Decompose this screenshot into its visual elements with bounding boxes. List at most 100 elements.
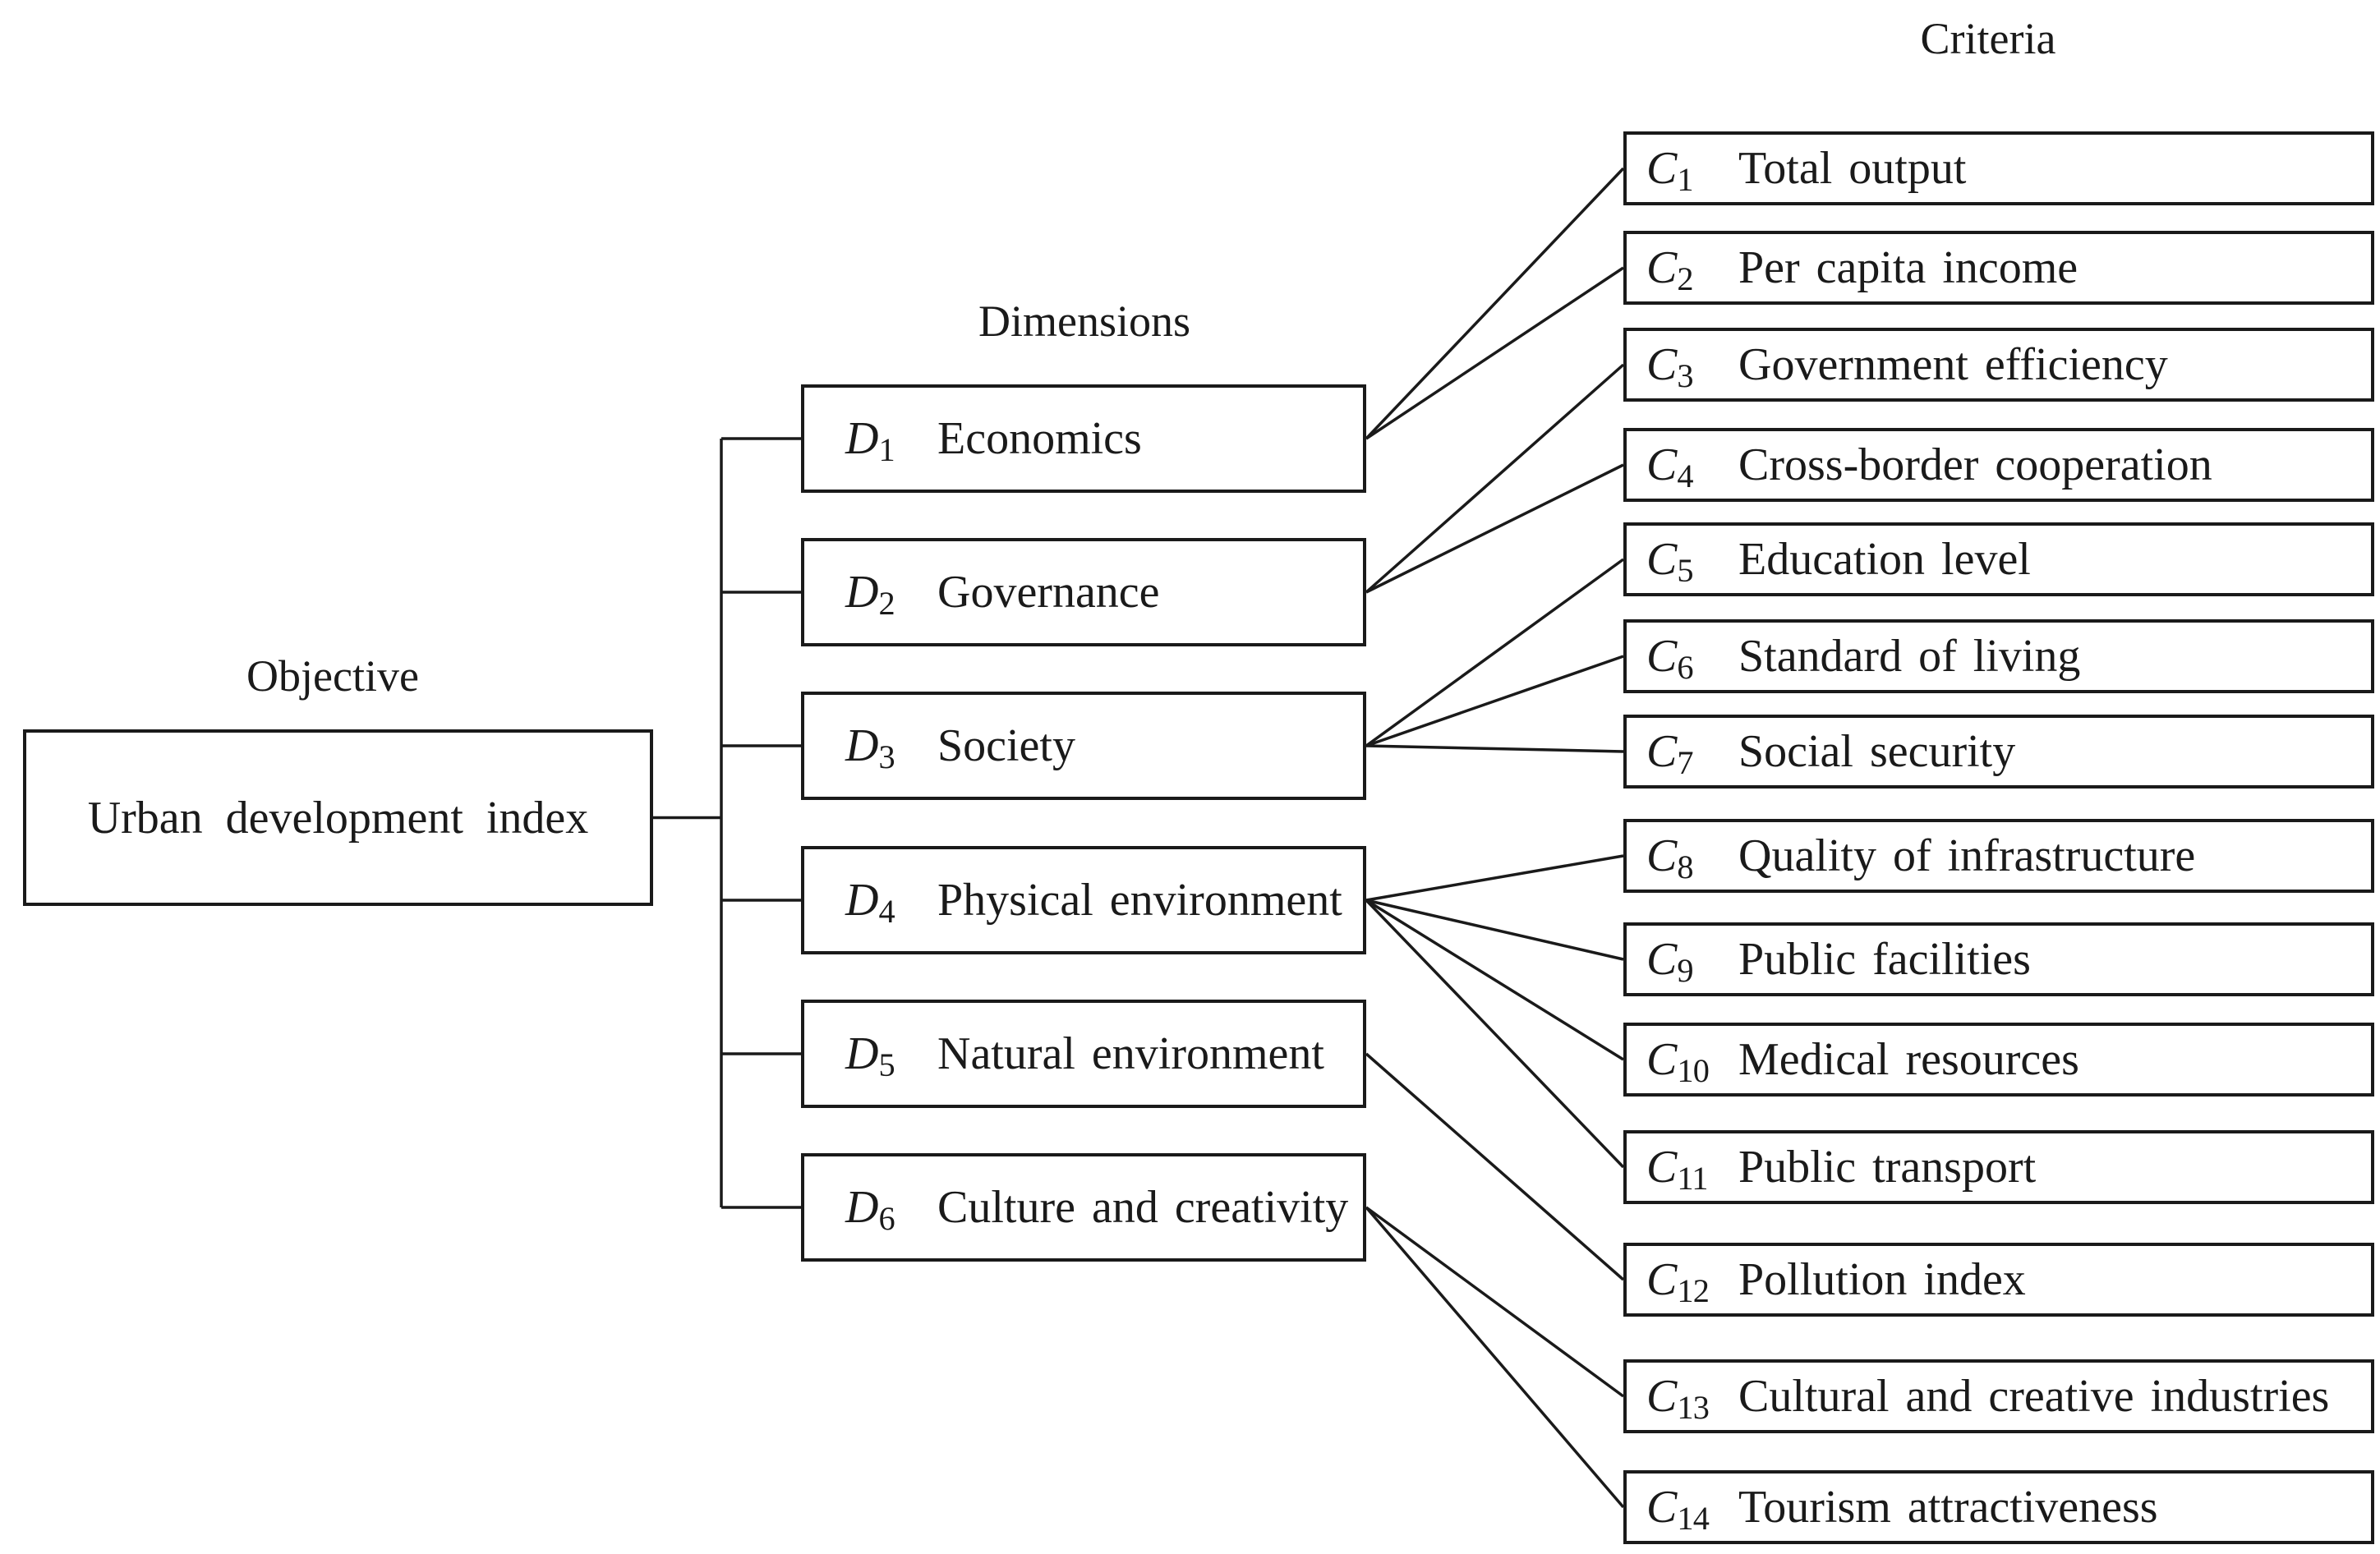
criterion-letter: C xyxy=(1646,934,1678,985)
dimension-tag: D1 xyxy=(845,413,937,467)
criterion-letter: C xyxy=(1646,339,1678,390)
criterion-name: Pollution index xyxy=(1738,1254,2026,1305)
criterion-letter: C xyxy=(1646,631,1678,682)
criterion-subscript: 10 xyxy=(1677,1051,1710,1089)
dimension-letter: D xyxy=(845,1182,879,1233)
criterion-box-c5: C5 Education level xyxy=(1623,522,2374,596)
criterion-subscript: 13 xyxy=(1677,1388,1710,1426)
criterion-subscript: 2 xyxy=(1677,260,1693,297)
objective-column-label: Objective xyxy=(246,651,419,701)
criterion-box-c10: C10 Medical resources xyxy=(1623,1023,2374,1097)
criterion-name: Cross-border cooperation xyxy=(1738,439,2212,490)
criterion-tag: C5 xyxy=(1646,534,1738,587)
dimension-subscript: 3 xyxy=(878,738,895,775)
dimension-tag: D2 xyxy=(845,567,937,620)
criterion-name: Total output xyxy=(1738,143,1967,194)
criterion-name: Tourism attractiveness xyxy=(1738,1482,2158,1533)
criterion-name: Per capita income xyxy=(1738,242,2078,293)
criterion-box-c13: C13 Cultural and creative industries xyxy=(1623,1359,2374,1433)
dimension-tag: D6 xyxy=(845,1182,937,1235)
criterion-letter: C xyxy=(1646,1254,1678,1305)
criterion-tag: C1 xyxy=(1646,143,1738,196)
criterion-letter: C xyxy=(1646,534,1678,585)
criterion-subscript: 9 xyxy=(1677,951,1693,989)
criterion-subscript: 6 xyxy=(1677,648,1693,686)
criterion-tag: C11 xyxy=(1646,1142,1738,1195)
dimension-name: Physical environment xyxy=(937,875,1342,926)
criterion-subscript: 3 xyxy=(1677,356,1693,394)
criterion-name: Cultural and creative industries xyxy=(1738,1371,2330,1422)
criterion-box-c7: C7 Social security xyxy=(1623,715,2374,788)
dimension-letter: D xyxy=(845,875,879,926)
criterion-letter: C xyxy=(1646,830,1678,881)
criterion-name: Public transport xyxy=(1738,1142,2037,1193)
dimension-name: Governance xyxy=(937,567,1160,618)
dimension-box-d5: D5 Natural environment xyxy=(801,1000,1366,1108)
criterion-box-c8: C8 Quality of infrastructure xyxy=(1623,819,2374,893)
dimension-letter: D xyxy=(845,1028,879,1079)
objective-box: Urban development index xyxy=(23,729,653,906)
dimension-box-d1: D1 Economics xyxy=(801,384,1366,493)
criterion-tag: C7 xyxy=(1646,726,1738,779)
dimension-tag: D3 xyxy=(845,720,937,774)
criterion-tag: C8 xyxy=(1646,830,1738,884)
dimension-letter: D xyxy=(845,413,879,464)
criterion-name: Medical resources xyxy=(1738,1034,2079,1085)
criterion-tag: C12 xyxy=(1646,1254,1738,1308)
criterion-letter: C xyxy=(1646,1371,1678,1422)
criterion-subscript: 5 xyxy=(1677,551,1693,589)
criterion-tag: C10 xyxy=(1646,1034,1738,1087)
dimension-name: Society xyxy=(937,720,1075,771)
criterion-subscript: 11 xyxy=(1677,1159,1708,1197)
criterion-tag: C4 xyxy=(1646,439,1738,493)
criterion-tag: C14 xyxy=(1646,1482,1738,1535)
criterion-tag: C6 xyxy=(1646,631,1738,684)
criterion-subscript: 8 xyxy=(1677,848,1693,885)
criterion-name: Education level xyxy=(1738,534,2031,585)
dimension-subscript: 5 xyxy=(878,1046,895,1083)
dimension-subscript: 6 xyxy=(878,1199,895,1237)
criteria-column-label: Criteria xyxy=(1920,14,2056,63)
criterion-box-c6: C6 Standard of living xyxy=(1623,619,2374,693)
criterion-letter: C xyxy=(1646,439,1678,490)
dimension-box-d3: D3 Society xyxy=(801,692,1366,800)
dimension-box-d2: D2 Governance xyxy=(801,538,1366,646)
criterion-box-c3: C3 Government efficiency xyxy=(1623,328,2374,402)
criterion-letter: C xyxy=(1646,1482,1678,1533)
criterion-letter: C xyxy=(1646,143,1678,194)
dimensions-column-label: Dimensions xyxy=(978,297,1191,346)
dimension-box-d6: D6 Culture and creativity xyxy=(801,1153,1366,1262)
dimension-subscript: 2 xyxy=(878,584,895,622)
dimension-tag: D5 xyxy=(845,1028,937,1082)
criterion-box-c1: C1 Total output xyxy=(1623,131,2374,205)
criterion-letter: C xyxy=(1646,1034,1678,1085)
criterion-subscript: 1 xyxy=(1677,160,1693,198)
criterion-tag: C2 xyxy=(1646,242,1738,296)
dimension-box-d4: D4 Physical environment xyxy=(801,846,1366,954)
criterion-letter: C xyxy=(1646,726,1678,777)
objective-text: Urban development index xyxy=(87,792,589,844)
criterion-letter: C xyxy=(1646,242,1678,293)
criterion-tag: C13 xyxy=(1646,1371,1738,1424)
criterion-box-c2: C2 Per capita income xyxy=(1623,231,2374,305)
criterion-name: Public facilities xyxy=(1738,934,2031,985)
dimension-name: Culture and creativity xyxy=(937,1182,1349,1233)
dimension-letter: D xyxy=(845,567,879,618)
dimension-tag: D4 xyxy=(845,875,937,928)
dimension-letter: D xyxy=(845,720,879,771)
criterion-name: Quality of infrastructure xyxy=(1738,830,2196,881)
criterion-box-c9: C9 Public facilities xyxy=(1623,922,2374,996)
dimension-name: Natural environment xyxy=(937,1028,1324,1079)
criterion-subscript: 14 xyxy=(1677,1499,1710,1537)
criterion-tag: C3 xyxy=(1646,339,1738,393)
criterion-subscript: 4 xyxy=(1677,457,1693,494)
criterion-name: Government efficiency xyxy=(1738,339,2168,390)
criterion-name: Standard of living xyxy=(1738,631,2081,682)
criterion-box-c4: C4 Cross-border cooperation xyxy=(1623,428,2374,502)
dimension-subscript: 4 xyxy=(878,892,895,930)
criterion-box-c12: C12 Pollution index xyxy=(1623,1243,2374,1317)
criterion-letter: C xyxy=(1646,1142,1678,1193)
dimension-subscript: 1 xyxy=(878,430,895,468)
criterion-box-c14: C14 Tourism attractiveness xyxy=(1623,1470,2374,1544)
